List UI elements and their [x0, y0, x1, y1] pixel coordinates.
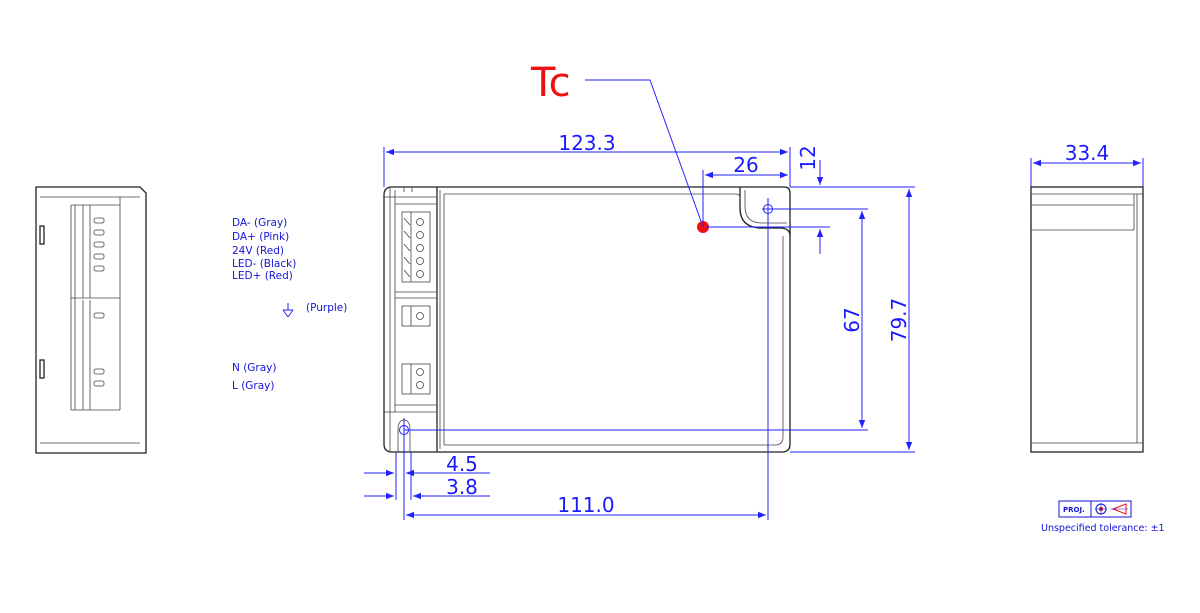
- dim-hole-spacing-y: 67: [840, 307, 864, 332]
- right-side-view: [1030, 186, 1144, 453]
- front-view: [383, 186, 791, 453]
- dim-hole-spacing-x: 111.0: [557, 493, 614, 517]
- projection-label: PROJ.: [1063, 506, 1085, 514]
- wire-label-ground: (Purple): [306, 302, 347, 314]
- dim-tc-offset-x: 26: [733, 153, 758, 177]
- wire-label-24v: 24V (Red): [232, 245, 284, 257]
- wire-label-da-minus: DA- (Gray): [232, 217, 287, 229]
- ground-icon: [282, 303, 294, 318]
- dim-hole-offset-x: 4.5: [446, 452, 478, 476]
- tc-callout: Tc: [530, 60, 709, 233]
- projection-symbol: PROJ.: [1058, 500, 1132, 518]
- dim-overall-width: 79.7: [887, 298, 911, 343]
- left-side-view: [35, 186, 147, 454]
- tolerance-note: Unspecified tolerance: ±1: [1041, 523, 1165, 534]
- tc-label: Tc: [530, 60, 571, 106]
- dimension-lines: [364, 147, 1144, 520]
- wire-label-neutral: N (Gray): [232, 362, 277, 374]
- terminal-contacts-lower: [401, 305, 431, 395]
- wiring-labels: DA- (Gray) DA+ (Pink) 24V (Red) LED- (Bl…: [232, 217, 347, 392]
- dim-tc-offset-y: 12: [796, 145, 820, 170]
- dim-overall-length: 123.3: [558, 131, 615, 155]
- wire-label-da-plus: DA+ (Pink): [232, 231, 289, 243]
- side-terminal-pins: [93, 217, 105, 387]
- wire-label-led-plus: LED+ (Red): [232, 270, 293, 282]
- dimension-labels: 123.3 26 12 67 79.7 33.4 4.5 3.8 111.0: [446, 131, 1109, 517]
- dim-height: 33.4: [1065, 141, 1110, 165]
- wire-label-line: L (Gray): [232, 380, 274, 392]
- dim-hole-diameter: 3.8: [446, 475, 478, 499]
- terminal-contacts-upper: [401, 211, 431, 283]
- wire-label-led-minus: LED- (Black): [232, 258, 296, 270]
